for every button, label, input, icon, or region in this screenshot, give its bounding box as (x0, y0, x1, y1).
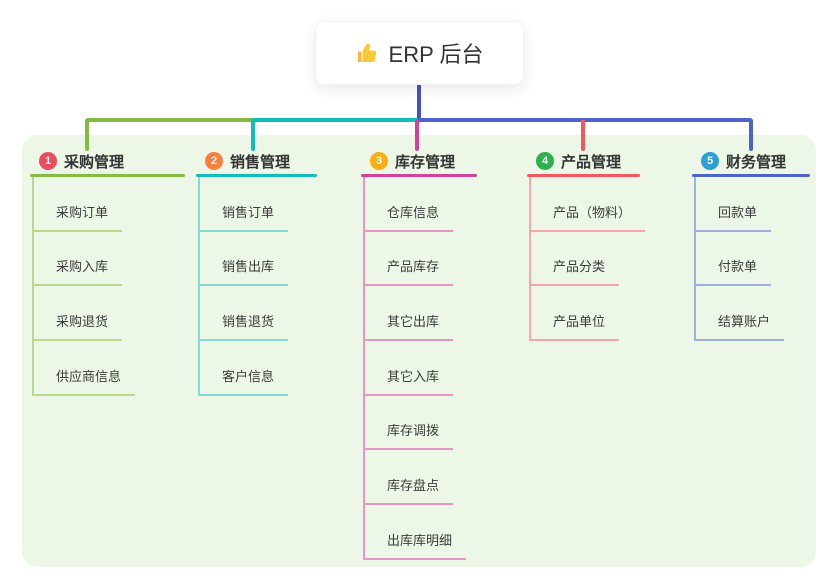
leaf-label: 销售退货 (198, 311, 289, 342)
leaf-label: 采购订单 (32, 202, 123, 232)
leaf-label: 客户信息 (198, 366, 289, 396)
branch-title: 库存管理 (395, 153, 456, 171)
branch-underline (527, 174, 640, 177)
bus-line-left (85, 118, 254, 122)
leaf-node[interactable]: 出库库明细 (361, 505, 477, 560)
branch-column-5: 5 财务管理回款单付款单结算账户 (692, 148, 810, 342)
branch-items: 销售订单销售出库销售退货客户信息 (196, 177, 317, 396)
leaf-label: 回款单 (694, 202, 772, 232)
leaf-label: 采购入库 (32, 256, 123, 287)
leaf-node[interactable]: 采购退货 (30, 286, 185, 342)
leaf-label: 销售出库 (198, 256, 289, 287)
branch-items: 产品（物料） 产品分类产品单位 (527, 177, 646, 342)
leaf-node[interactable]: 客户信息 (196, 341, 317, 396)
root-node[interactable]: ERP 后台 (315, 21, 524, 85)
bus-line-mid (251, 118, 417, 122)
branch-column-3: 3 库存管理仓库信息产品库存其它出库其它入库库存调拨库存盘点出库库明细 (361, 148, 477, 560)
branch-title: 财务管理 (726, 153, 787, 171)
leaf-label: 供应商信息 (32, 366, 136, 396)
root-title: ERP 后台 (388, 42, 484, 67)
branch-items: 回款单付款单结算账户 (692, 177, 810, 342)
leaf-label: 其它出库 (363, 311, 454, 342)
leaf-node[interactable]: 结算账户 (692, 286, 810, 342)
branch-drop-line-1 (85, 120, 89, 151)
branch-drop-line-5 (749, 120, 753, 151)
thumbs-up-icon (356, 41, 380, 65)
leaf-node[interactable]: 库存盘点 (361, 450, 477, 506)
branch-underline (692, 174, 810, 177)
branch-underline (361, 174, 477, 177)
branch-number-badge: 1 (39, 152, 57, 170)
leaf-node[interactable]: 付款单 (692, 232, 810, 287)
branch-number-badge: 5 (701, 152, 719, 170)
branch-column-2: 2 销售管理销售订单销售出库销售退货客户信息 (196, 148, 317, 396)
branch-node[interactable]: 1 采购管理 (30, 148, 185, 174)
branch-items: 采购订单采购入库采购退货供应商信息 (30, 177, 185, 396)
leaf-node[interactable]: 销售出库 (196, 232, 317, 287)
leaf-label: 结算账户 (694, 311, 785, 342)
leaf-node[interactable]: 采购入库 (30, 232, 185, 287)
branch-underline (30, 174, 185, 177)
branch-node[interactable]: 5 财务管理 (692, 148, 810, 174)
branch-drop-line-2 (251, 120, 255, 151)
branch-node[interactable]: 2 销售管理 (196, 148, 317, 174)
leaf-label: 出库库明细 (363, 530, 467, 560)
leaf-label: 产品（物料） (529, 202, 646, 232)
leaf-node[interactable]: 产品（物料） (527, 177, 646, 232)
bus-line-right (417, 118, 753, 122)
branch-title: 销售管理 (230, 153, 291, 171)
leaf-node[interactable]: 产品库存 (361, 232, 477, 287)
leaf-label: 其它入库 (363, 366, 454, 396)
branch-number-badge: 3 (370, 152, 388, 170)
leaf-node[interactable]: 销售退货 (196, 286, 317, 342)
leaf-node[interactable]: 销售订单 (196, 177, 317, 232)
branch-number-badge: 4 (536, 152, 554, 170)
leaf-label: 库存盘点 (363, 475, 454, 506)
leaf-node[interactable]: 库存调拨 (361, 396, 477, 451)
branch-title: 采购管理 (64, 153, 125, 171)
leaf-node[interactable]: 采购订单 (30, 177, 185, 232)
leaf-node[interactable]: 其它出库 (361, 286, 477, 342)
branch-title: 产品管理 (561, 153, 622, 171)
branch-column-4: 4 产品管理产品（物料） 产品分类产品单位 (527, 148, 646, 342)
leaf-label: 仓库信息 (363, 202, 454, 232)
leaf-label: 付款单 (694, 256, 772, 287)
leaf-node[interactable]: 回款单 (692, 177, 810, 232)
leaf-node[interactable]: 产品分类 (527, 232, 640, 287)
branch-vertical-line (694, 177, 696, 342)
leaf-label: 产品库存 (363, 256, 454, 287)
branch-number-badge: 2 (205, 152, 223, 170)
leaf-node[interactable]: 仓库信息 (361, 177, 477, 232)
leaf-node[interactable]: 其它入库 (361, 341, 477, 396)
leaf-label: 销售订单 (198, 202, 289, 232)
branch-vertical-line (198, 177, 200, 396)
branch-node[interactable]: 4 产品管理 (527, 148, 640, 174)
branch-vertical-line (529, 177, 531, 342)
branch-vertical-line (32, 177, 34, 396)
branch-vertical-line (363, 177, 365, 560)
leaf-label: 库存调拨 (363, 420, 454, 451)
branch-underline (196, 174, 317, 177)
branch-column-1: 1 采购管理采购订单采购入库采购退货供应商信息 (30, 148, 185, 396)
leaf-label: 采购退货 (32, 311, 123, 342)
root-connector-line (417, 84, 421, 121)
leaf-node[interactable]: 产品单位 (527, 286, 640, 342)
branch-items: 仓库信息产品库存其它出库其它入库库存调拨库存盘点出库库明细 (361, 177, 477, 560)
branch-drop-line-3 (415, 120, 419, 151)
leaf-label: 产品单位 (529, 311, 620, 342)
leaf-node[interactable]: 供应商信息 (30, 341, 185, 396)
branch-drop-line-4 (581, 120, 585, 151)
mindmap-panel (22, 135, 816, 567)
leaf-label: 产品分类 (529, 256, 620, 287)
branch-node[interactable]: 3 库存管理 (361, 148, 477, 174)
